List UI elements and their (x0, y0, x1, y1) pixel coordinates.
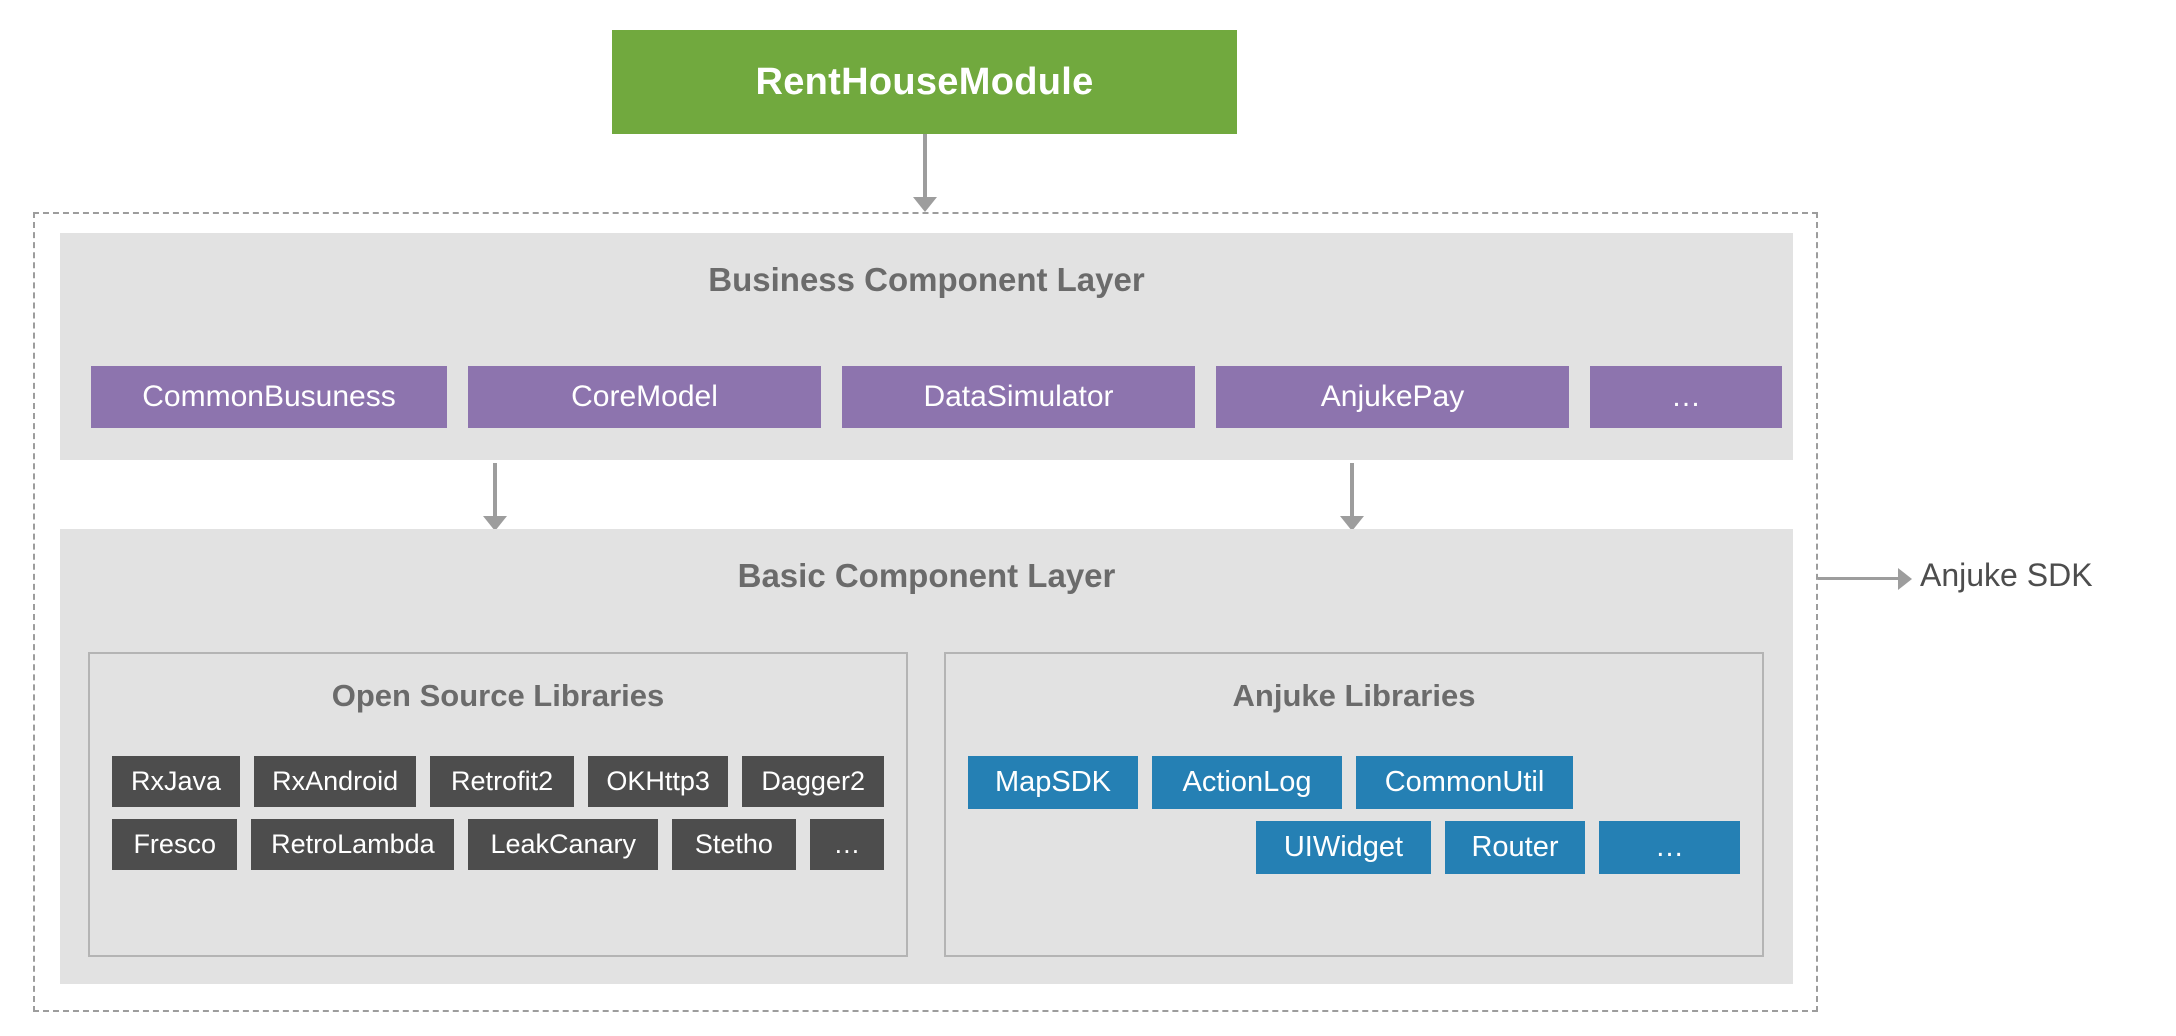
anjuke-chip[interactable]: MapSDK (968, 756, 1138, 809)
open-source-chip-label: Stetho (694, 829, 773, 859)
anjuke-chip[interactable]: CommonUtil (1356, 756, 1573, 809)
open-source-chip-label: … (833, 829, 861, 859)
open-source-libraries-title: Open Source Libraries (331, 678, 665, 713)
open-source-chip[interactable]: Dagger2 (742, 756, 884, 807)
open-source-chip[interactable]: LeakCanary (468, 819, 659, 870)
open-source-chip-label: RxAndroid (272, 766, 399, 796)
anjuke-chip-row: MapSDK ActionLog CommonUtil (946, 756, 1762, 809)
open-source-chip-label: Dagger2 (761, 766, 865, 796)
open-source-chip[interactable]: OKHttp3 (587, 756, 729, 807)
anjuke-libraries-box: Anjuke Libraries MapSDK ActionLog Common… (944, 652, 1764, 957)
arrow-module-to-business (913, 134, 937, 212)
open-source-chip[interactable]: RxJava (112, 756, 240, 807)
open-source-chip-label: OKHttp3 (606, 766, 710, 796)
business-component-label: AnjukePay (1320, 380, 1465, 413)
open-source-chip-label: Fresco (133, 829, 216, 859)
anjuke-libraries-title: Anjuke Libraries (1232, 678, 1476, 713)
open-source-chip-label: RxJava (130, 766, 221, 796)
anjuke-sdk-container (33, 212, 1818, 1012)
business-component-chip[interactable]: CoreModel (468, 366, 821, 428)
business-component-chip[interactable]: DataSimulator (842, 366, 1195, 428)
open-source-chip[interactable]: RxAndroid (253, 756, 417, 807)
anjuke-chip-row: UIWidget Router … (946, 821, 1762, 874)
anjuke-chip-label: Router (1471, 831, 1559, 863)
anjuke-chip-label: CommonUtil (1384, 766, 1545, 798)
open-source-chip[interactable]: Stetho (672, 819, 796, 870)
business-component-list: CommonBusuness CoreModel DataSimulator A… (91, 366, 1782, 428)
business-component-chip[interactable]: AnjukePay (1216, 366, 1569, 428)
top-module-box: RentHouseModule (612, 30, 1237, 134)
top-module-label: RentHouseModule (755, 60, 1094, 103)
business-component-chip[interactable]: CommonBusuness (91, 366, 447, 428)
anjuke-chip[interactable]: UIWidget (1256, 821, 1431, 874)
open-source-chip-label: RetroLambda (271, 829, 435, 859)
open-source-chip-label: Retrofit2 (451, 766, 554, 796)
open-source-chip[interactable]: Fresco (112, 819, 238, 870)
business-component-label: CoreModel (571, 380, 718, 413)
anjuke-chip-label: ActionLog (1182, 766, 1312, 798)
arrow-sdk-pointer (1818, 568, 1912, 590)
business-component-chip-more[interactable]: … (1590, 366, 1782, 428)
basic-layer-title: Basic Component Layer (737, 557, 1116, 594)
anjuke-chip-label: MapSDK (994, 766, 1112, 798)
open-source-chip[interactable]: RetroLambda (251, 819, 455, 870)
open-source-chip-row: Fresco RetroLambda LeakCanary Stetho … (90, 819, 906, 870)
anjuke-chip-label: UIWidget (1283, 831, 1404, 863)
arrow-business-to-basic-right (1340, 463, 1364, 531)
arrow-business-to-basic-left (483, 463, 507, 531)
business-component-label: DataSimulator (923, 380, 1114, 413)
open-source-chip[interactable]: Retrofit2 (430, 756, 574, 807)
business-layer-title: Business Component Layer (708, 261, 1145, 298)
anjuke-sdk-label: Anjuke SDK (1920, 557, 2093, 593)
anjuke-chip-label: … (1655, 831, 1684, 863)
anjuke-chip[interactable]: Router (1445, 821, 1585, 874)
anjuke-chip-more[interactable]: … (1599, 821, 1740, 874)
open-source-chip-more[interactable]: … (809, 819, 884, 870)
open-source-chip-label: LeakCanary (490, 829, 637, 859)
anjuke-chip-rows: MapSDK ActionLog CommonUtil UIWidget Rou… (946, 756, 1762, 874)
anjuke-chip[interactable]: ActionLog (1152, 756, 1342, 809)
open-source-chip-rows: RxJava RxAndroid Retrofit2 OKHttp3 Dagge… (90, 756, 906, 870)
business-component-label: … (1671, 380, 1701, 413)
open-source-chip-row: RxJava RxAndroid Retrofit2 OKHttp3 Dagge… (90, 756, 906, 807)
business-component-label: CommonBusuness (142, 380, 396, 413)
business-component-layer: Business Component Layer CommonBusuness … (60, 233, 1793, 460)
open-source-libraries-box: Open Source Libraries RxJava RxAndroid R… (88, 652, 908, 957)
